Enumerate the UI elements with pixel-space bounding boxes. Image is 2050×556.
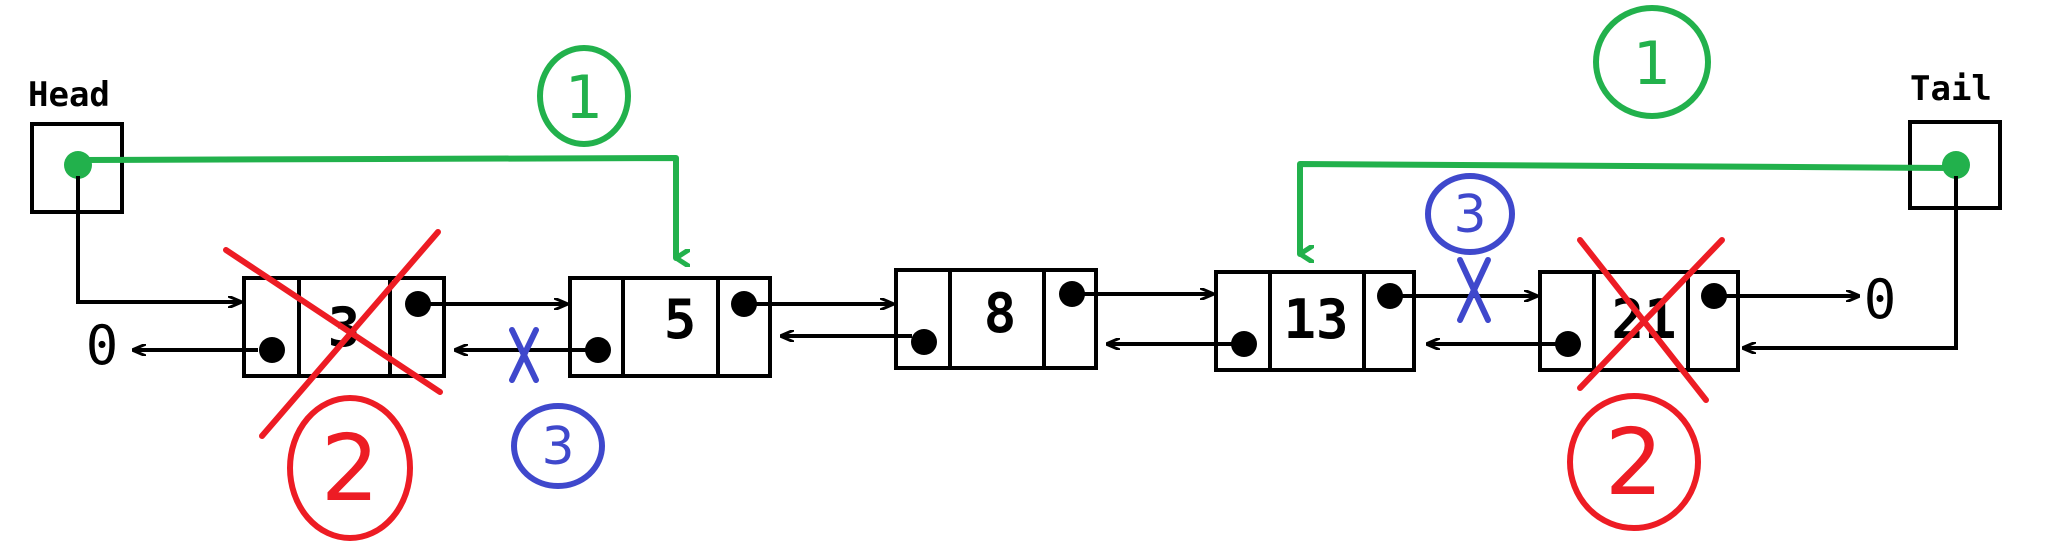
step1-annotations: 1 1	[77, 5, 1957, 258]
list-node: 13	[1214, 270, 1416, 372]
tail-pointer-dot	[1942, 151, 1970, 179]
head-pointer: Head	[28, 75, 124, 214]
node-value: 13	[1283, 288, 1348, 351]
node-links	[76, 176, 1958, 350]
step-label-remove-right: 2	[1605, 409, 1664, 516]
head-pointer-dot	[64, 151, 92, 179]
node-value: 5	[664, 288, 697, 351]
list-node: 21	[1538, 270, 1740, 372]
step2-annotations: 2 2	[223, 229, 1725, 541]
head-label: Head	[28, 75, 110, 115]
step-label-unlink-left: 3	[541, 417, 574, 477]
step3-annotations: 3 3	[509, 173, 1515, 489]
list-node: 8	[894, 268, 1098, 370]
step-label-unlink-right: 3	[1453, 185, 1486, 245]
tail-label: Tail	[1910, 69, 1992, 109]
null-right: 0	[1864, 268, 1897, 331]
null-left: 0	[86, 314, 119, 377]
step-label-tail: 1	[1633, 29, 1671, 99]
node-value: 8	[984, 282, 1017, 345]
list-node: 5	[568, 276, 772, 378]
step-label-remove-left: 2	[321, 415, 380, 522]
step-label-head: 1	[565, 63, 603, 133]
